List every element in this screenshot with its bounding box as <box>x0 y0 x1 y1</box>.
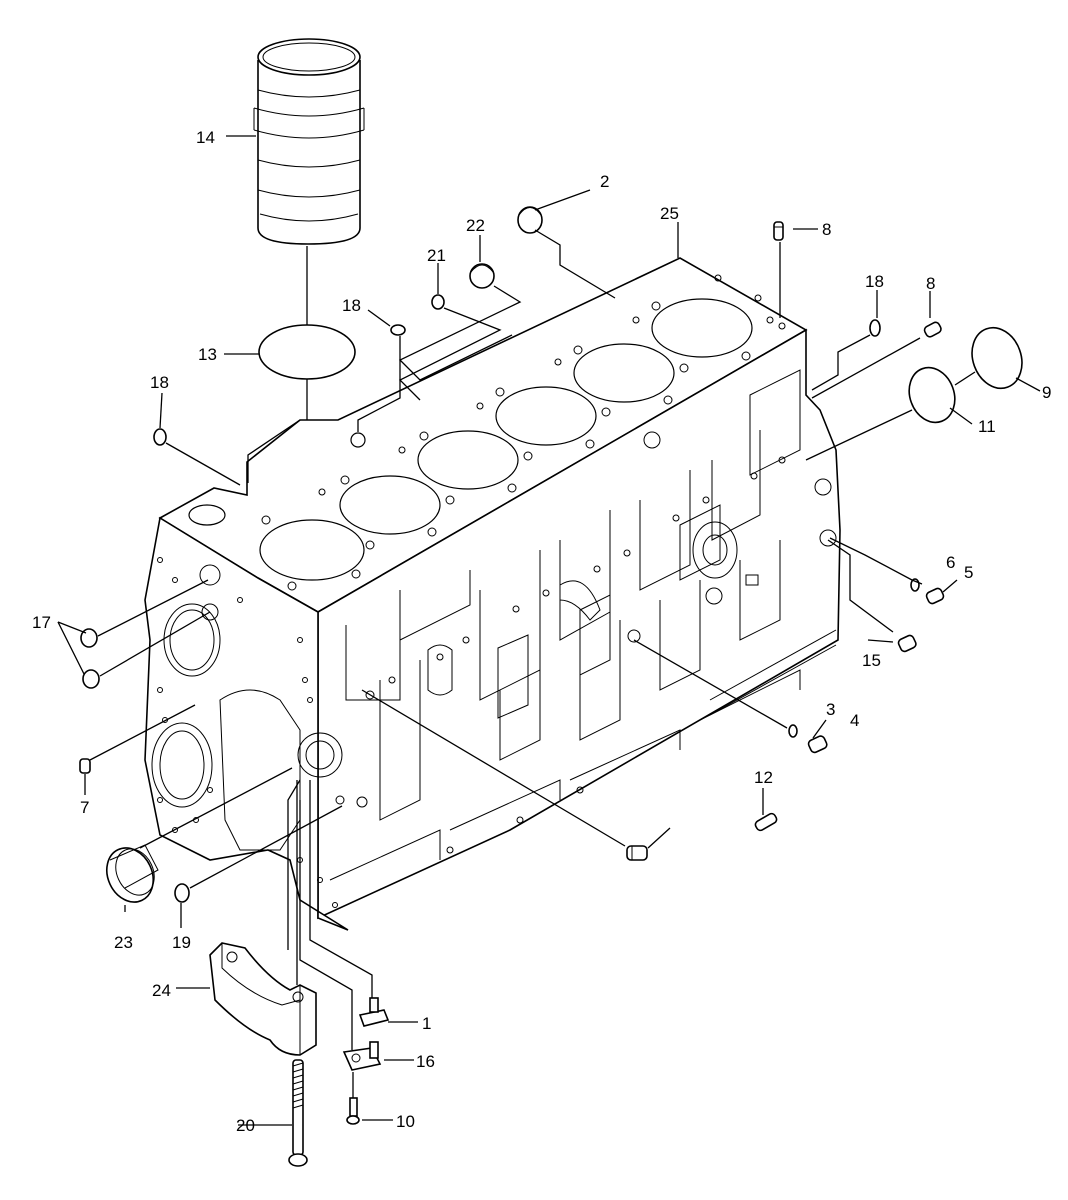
callout-24: 25 <box>660 204 679 223</box>
liner-o-ring <box>258 324 356 380</box>
dowel-pin <box>773 221 784 241</box>
callout-5: 5 <box>964 563 973 582</box>
callout-19: 21 <box>427 246 446 265</box>
callout-18: 18 <box>342 296 361 315</box>
callout-20: 22 <box>466 216 485 235</box>
callout-8: 8 <box>822 220 831 239</box>
o-ring <box>869 319 881 337</box>
front-seal <box>106 844 159 903</box>
threaded-plug <box>897 634 917 653</box>
callout-6: 6 <box>946 553 955 572</box>
cylinder-block <box>144 257 841 931</box>
plug <box>626 845 648 861</box>
callout-15: 15 <box>862 651 881 670</box>
callout-16: 16 <box>416 1052 435 1071</box>
cylinder-liner <box>253 38 365 245</box>
callout-2: 2 <box>600 172 609 191</box>
callout-18: 18 <box>865 272 884 291</box>
expansion-plug <box>469 263 495 289</box>
small-parts <box>79 206 1023 1167</box>
cylinder-bores <box>259 298 753 581</box>
callout-18: 19 <box>172 933 191 952</box>
callout-9: 9 <box>1042 383 1051 402</box>
callout-1: 1 <box>422 1014 431 1033</box>
callout-21: 23 <box>114 933 133 952</box>
o-ring <box>174 883 190 903</box>
callout-23: 24 <box>152 981 171 1000</box>
o-ring <box>390 324 406 336</box>
callout-11: 11 <box>978 417 996 436</box>
leader-lines <box>57 135 1041 1126</box>
callout-17: 17 <box>32 613 51 632</box>
washer <box>788 724 798 738</box>
plug-screw <box>925 587 945 605</box>
nozzle-bracket <box>342 1041 382 1071</box>
seal-ring <box>82 669 100 689</box>
callout-10: 10 <box>396 1112 415 1131</box>
piston-cooling-nozzle <box>358 997 390 1027</box>
callout-4: 4 <box>850 711 859 730</box>
locating-pin <box>79 758 91 774</box>
cap-bolt <box>288 1059 308 1167</box>
callout-14: 14 <box>196 128 215 147</box>
callout-18: 18 <box>150 373 169 392</box>
callout-22: 20 <box>236 1116 255 1135</box>
o-ring <box>153 428 167 446</box>
cover-gasket <box>908 366 956 424</box>
callout-8: 8 <box>926 274 935 293</box>
sealing-washer <box>431 294 445 310</box>
cover-plate <box>971 326 1023 390</box>
plug-screw <box>807 735 828 754</box>
dowel-pin <box>923 321 942 338</box>
callout-3: 3 <box>826 700 835 719</box>
callout-7: 7 <box>80 798 89 817</box>
main-bearing-cap <box>209 942 317 1056</box>
bracket-screw <box>346 1097 360 1125</box>
core-plug <box>517 206 543 234</box>
pin <box>754 812 778 832</box>
callout-13: 13 <box>198 345 217 364</box>
callout-labels: 14 13 2 22 21 18 18 25 8 18 8 9 11 17 7 … <box>32 128 1051 1135</box>
callout-12: 12 <box>754 768 773 787</box>
seal-ring <box>80 628 98 648</box>
